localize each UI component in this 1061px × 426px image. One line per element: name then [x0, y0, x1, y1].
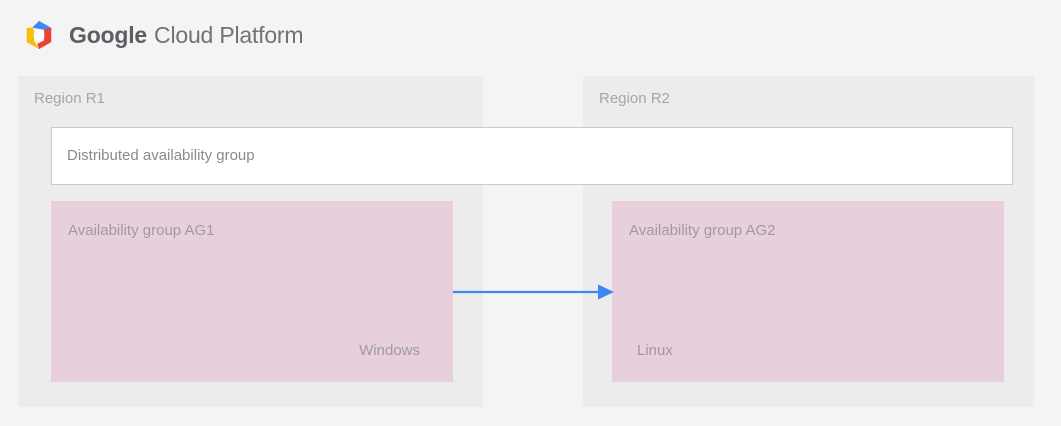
- google-cloud-platform-logo-icon: [26, 20, 52, 50]
- replication-arrow-icon: [453, 284, 614, 300]
- availability-group-ag2: Availability group AG2 Linux: [612, 201, 1004, 382]
- brand-google: Google: [69, 21, 148, 48]
- distributed-availability-group-box: Distributed availability group: [51, 127, 1013, 185]
- availability-group-ag2-os-label: Linux: [637, 342, 673, 359]
- availability-group-ag1: Availability group AG1 Windows: [51, 201, 453, 382]
- availability-group-ag1-title: Availability group AG1: [68, 222, 215, 239]
- distributed-availability-group-label: Distributed availability group: [67, 147, 255, 164]
- region-label-r2: Region R2: [599, 90, 670, 107]
- brand-cloud-platform: Cloud Platform: [154, 21, 304, 48]
- availability-group-ag1-os-label: Windows: [359, 342, 420, 359]
- region-label-r1: Region R1: [34, 90, 105, 107]
- availability-group-ag2-title: Availability group AG2: [629, 222, 776, 239]
